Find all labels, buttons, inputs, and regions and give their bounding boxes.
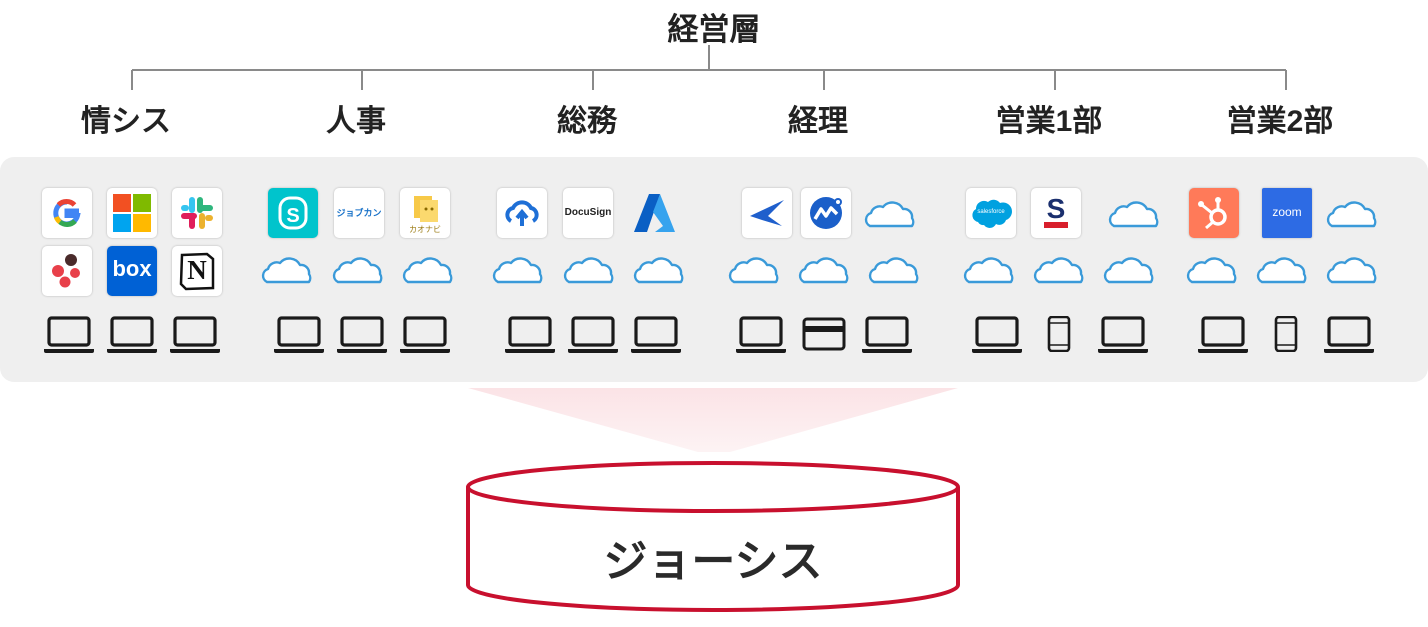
kaonavi-icon[interactable]: カオナビ [400, 188, 450, 238]
database-label: ジョーシス [603, 537, 823, 586]
cloud-icon [261, 257, 312, 284]
credit-card-icon [802, 317, 846, 351]
laptop-icon [107, 316, 157, 354]
salesforce-icon[interactable]: salesforce [966, 188, 1016, 238]
zoom-icon[interactable]: zoom [1262, 188, 1312, 238]
docusign-icon[interactable]: DocuSign [563, 188, 613, 238]
executive-label: 経営層 [667, 12, 761, 47]
cloud-icon [492, 257, 543, 284]
jobcan-icon[interactable]: ジョブカン [334, 188, 384, 238]
laptop-icon [862, 316, 912, 354]
cloud-icon [864, 201, 915, 228]
azure-icon[interactable] [629, 188, 679, 238]
cloud-icon [963, 257, 1014, 284]
cloud-icon [868, 257, 919, 284]
smarthr-icon[interactable]: S [268, 188, 318, 238]
dept-label-accounting: 経理 [788, 105, 848, 138]
funnel-shape [468, 388, 958, 452]
cloud-icon [1103, 257, 1154, 284]
dept-label-sales2: 営業2部 [1226, 105, 1334, 138]
cloud-icon [332, 257, 383, 284]
hubspot-icon[interactable] [1189, 188, 1239, 238]
cloud-icon [1326, 257, 1377, 284]
cloud-icon [1326, 201, 1377, 228]
laptop-icon [505, 316, 555, 354]
database-cylinder [466, 461, 960, 612]
dept-label-sales1: 営業1部 [995, 105, 1103, 138]
cloudsign-icon[interactable] [497, 188, 547, 238]
cloud-icon [798, 257, 849, 284]
smartphone-icon [1047, 316, 1071, 352]
slack-icon[interactable] [172, 188, 222, 238]
moneyforward-icon[interactable] [801, 188, 851, 238]
google-icon[interactable] [42, 188, 92, 238]
cloud-icon [1256, 257, 1307, 284]
dept-label-general-affairs: 総務 [557, 105, 617, 138]
microsoft-icon[interactable] [107, 188, 157, 238]
cloud-icon [633, 257, 684, 284]
cloud-icon [1033, 257, 1084, 284]
cloud-icon [1186, 257, 1237, 284]
box-icon[interactable]: box [107, 246, 157, 296]
laptop-icon [170, 316, 220, 354]
cloud-icon [563, 257, 614, 284]
laptop-icon [1198, 316, 1248, 354]
bird-icon[interactable] [742, 188, 792, 238]
cloud-icon [728, 257, 779, 284]
laptop-icon [337, 316, 387, 354]
dept-label-infosys: 情シス [81, 105, 171, 138]
laptop-icon [1098, 316, 1148, 354]
cloud-icon [1108, 201, 1159, 228]
notion-icon[interactable]: N [172, 246, 222, 296]
asana-icon[interactable] [42, 246, 92, 296]
laptop-icon [568, 316, 618, 354]
laptop-icon [972, 316, 1022, 354]
laptop-icon [1324, 316, 1374, 354]
org-connector-lines [131, 45, 1287, 90]
laptop-icon [736, 316, 786, 354]
dept-label-hr: 人事 [326, 105, 386, 138]
laptop-icon [274, 316, 324, 354]
laptop-icon [631, 316, 681, 354]
laptop-icon [44, 316, 94, 354]
sansan-icon[interactable]: S [1031, 188, 1081, 238]
laptop-icon [400, 316, 450, 354]
smartphone-icon [1274, 316, 1298, 352]
svg-text:S: S [1047, 193, 1066, 224]
svg-text:S: S [286, 205, 299, 227]
cloud-icon [402, 257, 453, 284]
